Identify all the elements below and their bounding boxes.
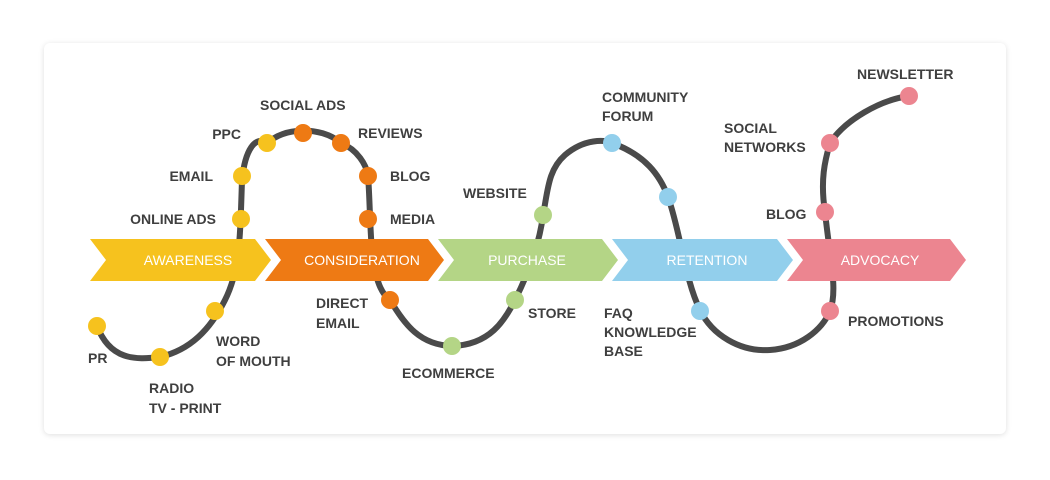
dot-faq [691,302,709,320]
dot-reviews [332,134,350,152]
dot-online-ads [232,210,250,228]
stage-label-awareness: AWARENESS [144,252,232,268]
label-pr: PR [88,350,107,366]
label-ppc: PPC [212,126,241,142]
label-direct-email: DIRECT EMAIL [316,295,372,331]
dot-blog-consideration [359,167,377,185]
dot-newsletter [900,87,918,105]
label-faq-knowledge-base: FAQ KNOWLEDGE BASE [604,305,700,359]
dot-retention-mid [659,188,677,206]
touchpoint-dots [88,87,918,366]
stage-label-purchase: PURCHASE [488,252,566,268]
dot-website [534,206,552,224]
stage-arrow-consideration: CONSIDERATION [265,239,444,281]
touchpoint-labels: PR RADIO TV - PRINT WORD OF MOUTH ONLINE… [88,66,953,416]
stage-arrow-advocacy: ADVOCACY [787,239,966,281]
label-community-forum: COMMUNITY FORUM [602,89,692,124]
label-blog-consideration: BLOG [390,168,431,184]
stage-arrow-awareness: AWARENESS [90,239,271,281]
stage-label-consideration: CONSIDERATION [304,252,420,268]
label-email-awareness: EMAIL [169,168,213,184]
dot-word-of-mouth [206,302,224,320]
label-newsletter: NEWSLETTER [857,66,953,82]
stage-label-retention: RETENTION [667,252,748,268]
dot-media [359,210,377,228]
dot-direct-email [381,291,399,309]
dot-email [233,167,251,185]
stage-arrow-retention: RETENTION [612,239,793,281]
dot-radio [151,348,169,366]
diagram-card [44,43,1006,434]
dot-social-networks [821,134,839,152]
label-social-ads: SOCIAL ADS [260,97,346,113]
label-media: MEDIA [390,211,435,227]
stage-arrow-purchase: PURCHASE [438,239,618,281]
dot-promotions [821,302,839,320]
label-social-networks: SOCIAL NETWORKS [724,120,806,155]
dot-ppc [258,134,276,152]
label-blog-advocacy: BLOG [766,206,807,222]
dot-store [506,291,524,309]
label-radio-tv-print: RADIO TV - PRINT [149,380,222,416]
dot-community-forum [603,134,621,152]
dot-ecommerce [443,337,461,355]
dot-social-ads [294,124,312,142]
dot-pr [88,317,106,335]
label-reviews: REVIEWS [358,125,423,141]
stage-label-advocacy: ADVOCACY [841,252,920,268]
dot-blog-advocacy [816,203,834,221]
label-online-ads: ONLINE ADS [130,211,216,227]
label-promotions: PROMOTIONS [848,313,944,329]
label-store: STORE [528,305,576,321]
label-website: WEBSITE [463,185,527,201]
label-word-of-mouth: WORD OF MOUTH [216,333,291,369]
label-ecommerce: ECOMMERCE [402,365,495,381]
